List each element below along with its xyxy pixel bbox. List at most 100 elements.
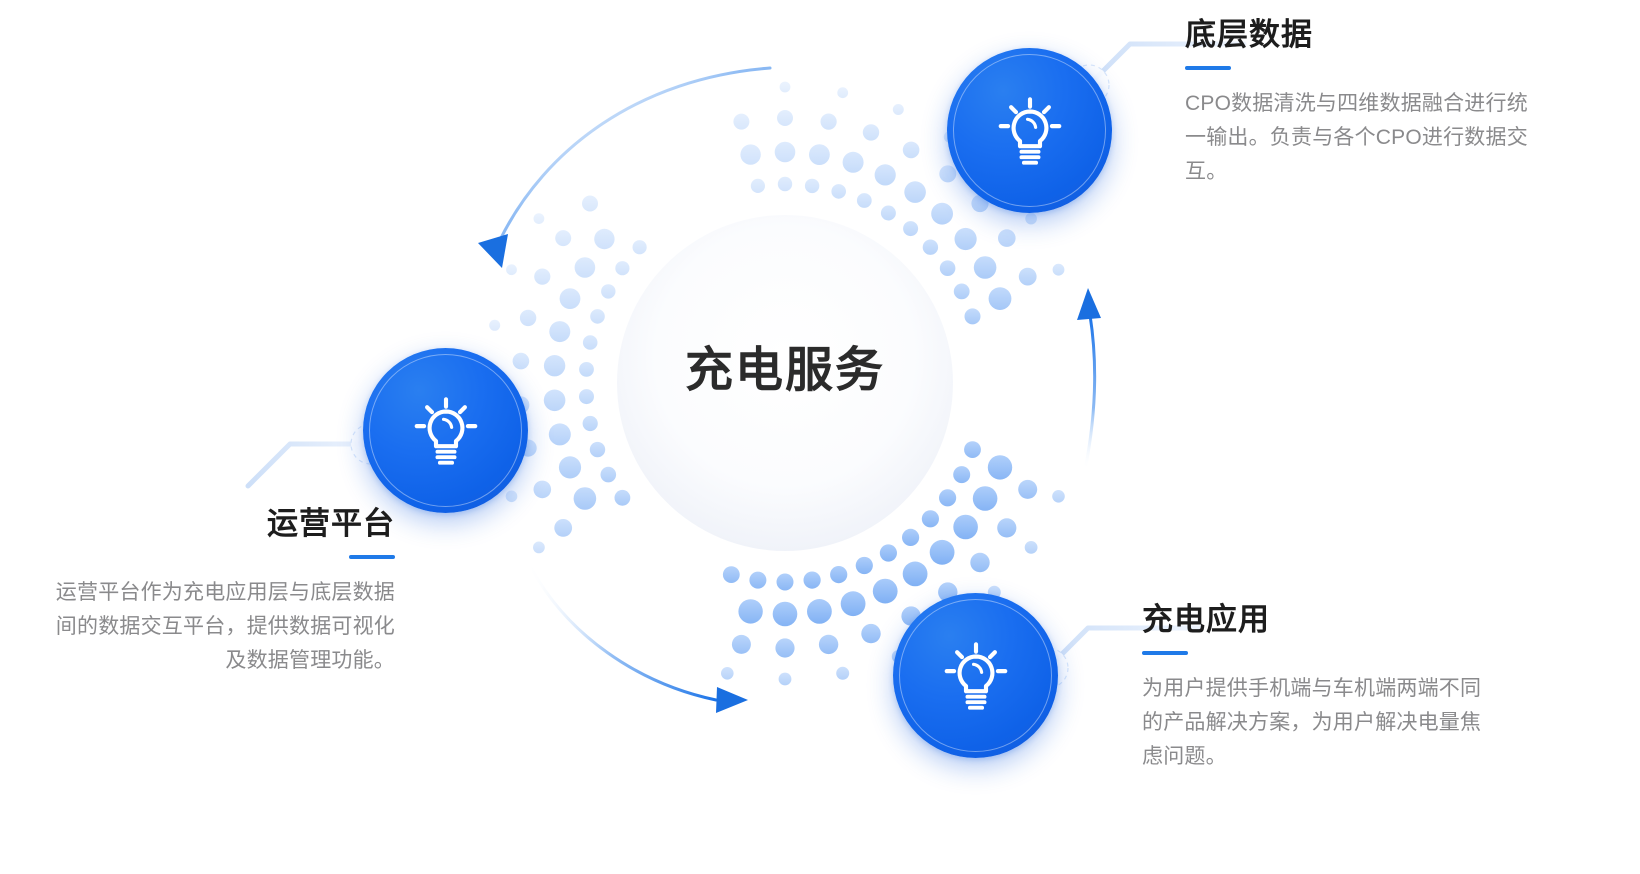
ring-dot (775, 638, 795, 658)
ring-dot (582, 335, 598, 350)
ring-dot (548, 423, 571, 446)
ring-dot (840, 591, 866, 617)
ring-dot (862, 124, 880, 141)
ring-dot (543, 355, 566, 377)
ring-dot (594, 228, 615, 250)
title-accent-rule (1185, 66, 1231, 71)
ring-dot (779, 81, 791, 93)
ring-dot (558, 456, 582, 479)
ring-dot (582, 195, 598, 212)
ring-dot (559, 288, 581, 309)
title-accent-rule (349, 555, 395, 560)
arc-arrow-right (1077, 288, 1101, 472)
ring-dot (874, 164, 896, 186)
ring-dot (519, 309, 537, 327)
ring-dot (554, 519, 573, 537)
block-body-charging-application: 为用户提供手机端与车机端两端不同的产品解决方案，为用户解决电量焦虑问题。 (1142, 677, 1482, 769)
ring-dot (589, 441, 606, 458)
block-title-underlying-data: 底层数据 (1185, 17, 1313, 52)
node-underlying-data[interactable] (947, 48, 1112, 213)
ring-dot (738, 599, 763, 624)
ring-dot (998, 229, 1016, 247)
ring-dot (1025, 212, 1037, 225)
ring-dot (740, 144, 761, 165)
ring-dot (772, 601, 798, 627)
ring-dot (953, 466, 971, 484)
node-operations-platform[interactable] (363, 348, 528, 513)
ring-dot (953, 283, 970, 300)
ring-dot (987, 455, 1013, 480)
ring-dot (579, 362, 594, 377)
ring-dot (953, 514, 978, 540)
ring-dot (733, 113, 750, 130)
ring-dot (809, 144, 830, 166)
ring-dot (590, 309, 605, 324)
ring-dot (954, 227, 977, 251)
ring-dot (489, 319, 501, 331)
ring-dot (777, 176, 793, 192)
ring-dot (804, 178, 820, 194)
ring-dot (973, 256, 997, 279)
ring-dot (972, 486, 998, 511)
ring-dot (1052, 263, 1065, 276)
ring-dot (582, 415, 598, 432)
ring-dot (964, 441, 981, 458)
block-body-underlying-data: CPO数据清洗与四维数据融合进行统一输出。负责与各个CPO进行数据交互。 (1185, 92, 1528, 184)
text-block-underlying-data: 底层数据 CPO数据清洗与四维数据融合进行统一输出。负责与各个CPO进行数据交互… (1185, 16, 1535, 189)
ring-dot (831, 184, 846, 199)
ring-dot (939, 165, 957, 183)
ring-dot (803, 571, 821, 589)
ring-dot (555, 230, 572, 247)
ring-dot (872, 578, 898, 604)
ring-dot (902, 141, 920, 159)
ring-dot (988, 287, 1012, 310)
ring-dot (601, 284, 616, 299)
ring-dot (902, 528, 920, 547)
ring-dot (921, 510, 940, 528)
block-body-operations-platform: 运营平台作为充电应用层与底层数据间的数据交互平台，提供数据可视化及数据管理功能。 (55, 581, 395, 673)
ring-dot (997, 518, 1017, 538)
ring-dot (807, 599, 832, 624)
node-charging-application[interactable] (893, 593, 1058, 758)
ring-dot (1024, 541, 1038, 554)
ring-dot (939, 489, 957, 507)
ring-dot (750, 178, 766, 193)
ring-dot (632, 240, 647, 255)
ring-dot (614, 489, 631, 506)
ring-dot (579, 389, 594, 405)
ring-dot (777, 110, 793, 126)
text-block-charging-application: 充电应用 为用户提供手机端与车机端两端不同的产品解决方案，为用户解决电量焦虑问题… (1142, 601, 1492, 774)
ring-dot (549, 321, 571, 343)
ring-dot (830, 566, 848, 584)
ring-dot (1052, 490, 1065, 503)
ring-dot (855, 556, 873, 575)
ring-dot (820, 113, 837, 130)
ring-dot (903, 221, 919, 237)
ring-dot (856, 193, 872, 208)
arc-arrow-bottom (525, 558, 748, 713)
ring-dot (533, 541, 545, 554)
block-title-charging-application: 充电应用 (1142, 602, 1270, 637)
lightbulb-icon (414, 396, 477, 465)
text-block-operations-platform: 运营平台 运营平台作为充电应用层与底层数据间的数据交互平台，提供数据可视化及数据… (45, 505, 395, 678)
ring-dot (1018, 479, 1038, 499)
arc-arrow-top-left (478, 66, 772, 268)
block-title-operations-platform: 运营平台 (267, 506, 395, 541)
ring-dot (749, 571, 767, 589)
ring-dot (970, 552, 990, 573)
center-title: 充电服务 (684, 344, 885, 397)
ring-dot (931, 202, 953, 225)
ring-dot (902, 561, 928, 587)
ring-dot (505, 490, 518, 503)
ring-dot (939, 260, 956, 277)
ring-dot (1018, 267, 1037, 286)
ring-dot (929, 539, 955, 565)
ring-dot (922, 239, 939, 255)
title-accent-rule (1142, 651, 1188, 656)
ring-dot (964, 308, 981, 325)
ring-dot (774, 141, 796, 163)
ring-dot (506, 264, 517, 276)
ring-dot (543, 389, 566, 412)
